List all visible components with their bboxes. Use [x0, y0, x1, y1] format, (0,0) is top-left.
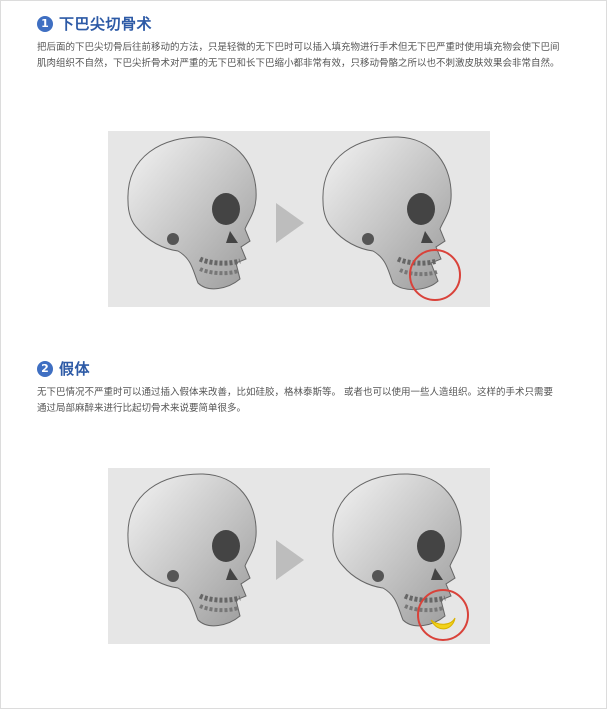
- highlight-circle-icon: [417, 589, 469, 641]
- highlight-circle-icon: [409, 249, 461, 301]
- illustration-osteotomy: [108, 131, 490, 307]
- section-number-badge: 1: [37, 15, 53, 32]
- section-1-text: 把后面的下巴尖切骨后往前移动的方法，只是轻微的无下巴时可以插入填充物进行手术但无…: [37, 42, 560, 69]
- arrow-right-icon: [276, 203, 304, 243]
- implant-icon: [430, 617, 456, 630]
- skull-after-icon: [322, 136, 452, 290]
- section-2-header: 2 假体: [37, 358, 90, 379]
- section-number-badge: 2: [37, 360, 53, 377]
- arrow-right-icon: [276, 540, 304, 580]
- skull-before-icon: [127, 136, 257, 290]
- section-title: 假体: [59, 360, 91, 378]
- section-title: 下巴尖切骨术: [59, 15, 153, 33]
- skull-after-icon: [332, 473, 462, 630]
- section-2-text: 无下巴情况不严重时可以通过插入假体来改善，比如硅胶，格林泰斯等。 或者也可以使用…: [37, 387, 554, 414]
- section-1-header: 1 下巴尖切骨术: [37, 13, 152, 34]
- skull-before-icon: [127, 473, 257, 627]
- illustration-implant: [108, 468, 490, 644]
